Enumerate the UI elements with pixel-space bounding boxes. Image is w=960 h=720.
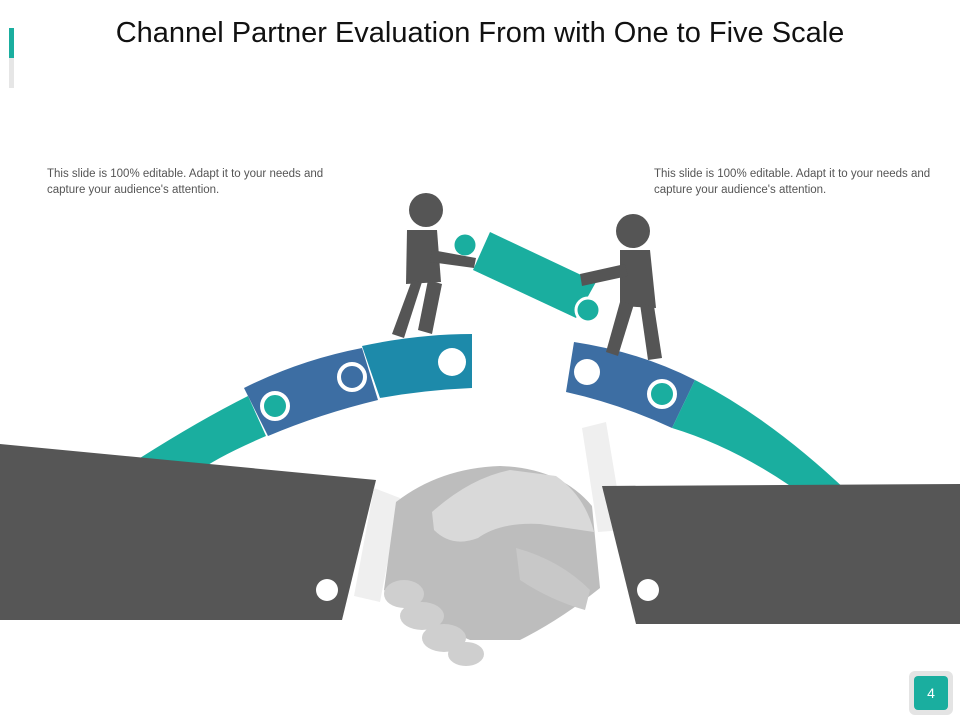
left-sleeve	[0, 444, 376, 620]
slide-title: Channel Partner Evaluation From with One…	[115, 17, 845, 49]
right-puzzle-arc	[566, 342, 848, 506]
left-puzzle-arc	[140, 334, 472, 472]
carried-puzzle-piece	[451, 231, 602, 324]
page-number: 4	[914, 676, 948, 710]
puzzle-piece-icon	[244, 348, 378, 436]
puzzle-piece-icon	[473, 232, 596, 318]
left-cuff	[354, 488, 400, 602]
handshake-icon	[384, 466, 600, 666]
puzzle-piece-icon	[566, 342, 695, 428]
left-note: This slide is 100% editable. Adapt it to…	[47, 168, 324, 196]
right-note: This slide is 100% editable. Adapt it to…	[654, 168, 931, 196]
puzzle-piece-icon	[140, 396, 266, 472]
puzzle-piece-icon	[362, 334, 472, 398]
left-person-icon	[392, 193, 476, 338]
puzzle-piece-icon	[672, 380, 848, 506]
title-accent-bar	[9, 28, 14, 88]
right-sleeve	[602, 484, 960, 624]
right-person-icon	[580, 214, 662, 360]
page-number-badge: 4	[909, 671, 953, 715]
